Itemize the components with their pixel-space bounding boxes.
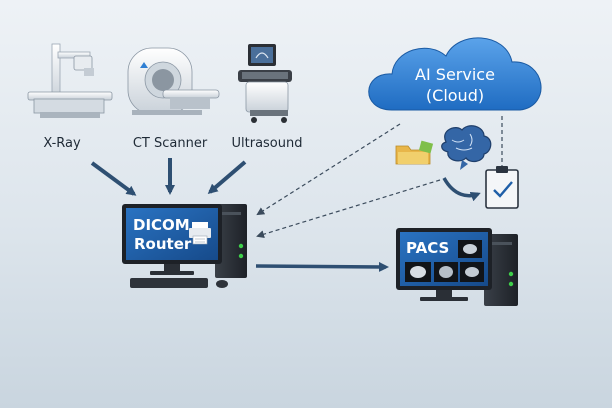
router-label-line2: Router <box>134 235 192 253</box>
arrow-xray-to-router <box>90 161 137 196</box>
xray-label: X-Ray <box>43 136 81 151</box>
printer-icon <box>189 222 211 245</box>
ultrasound-machine-icon <box>238 44 292 123</box>
mouse <box>216 280 228 288</box>
keyboard <box>130 278 208 288</box>
cloud-label-line2: (Cloud) <box>426 86 484 105</box>
xray-machine-icon <box>27 43 113 118</box>
pacs-tower <box>484 234 518 306</box>
pacs-label: PACS <box>406 239 449 257</box>
arrow-ai-to-checklist <box>442 177 481 202</box>
arrow-ultrasound-to-router <box>207 160 247 194</box>
router-label-line1: DICOM <box>133 216 190 234</box>
folder-icon <box>395 140 434 165</box>
pacs-computer: PACS <box>396 228 518 306</box>
ct-scanner-icon <box>127 47 220 115</box>
pacs-thumbnails <box>405 240 484 282</box>
dashed-ai-to-router <box>256 179 441 239</box>
cloud-label-line1: AI Service <box>415 65 495 84</box>
ultrasound-label: Ultrasound <box>232 136 303 151</box>
ct-scanner-label: CT Scanner <box>133 136 208 151</box>
dicom-router-computer: DICOM Router <box>122 204 247 288</box>
checklist-icon <box>485 166 519 209</box>
dashed-cloud-to-router <box>256 123 401 216</box>
router-tower <box>215 204 247 278</box>
arrow-router-to-pacs <box>255 261 389 272</box>
ai-service-cloud: AI Service (Cloud) <box>368 37 542 111</box>
brain-icon <box>441 125 492 170</box>
